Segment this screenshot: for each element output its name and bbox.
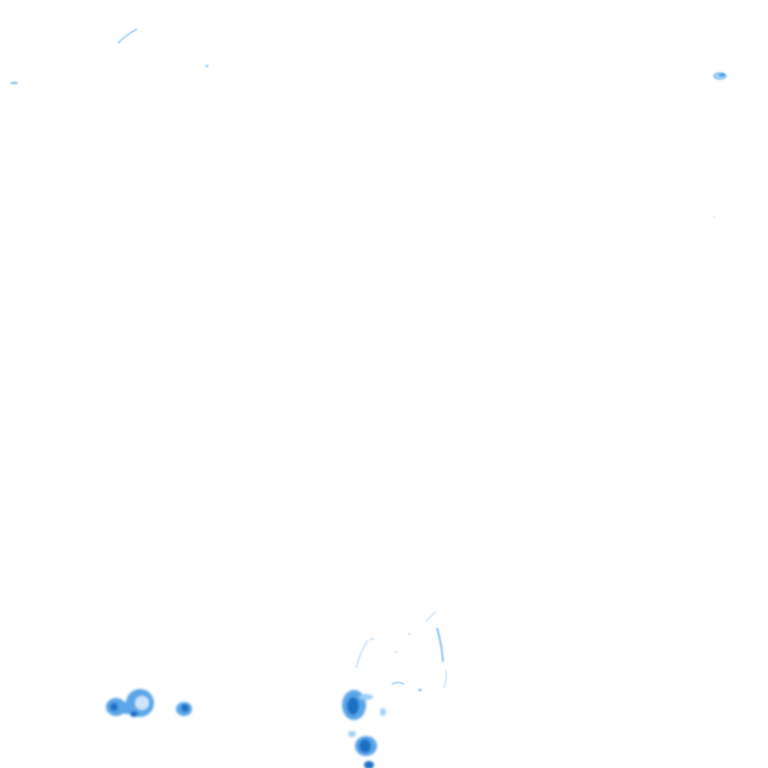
precip-speck — [407, 633, 411, 635]
precip-blob-core — [359, 739, 371, 753]
precip-speck — [380, 708, 386, 716]
precip-speck — [713, 216, 715, 218]
precip-speck — [10, 81, 18, 85]
precip-blob-core — [135, 696, 149, 710]
precip-speck — [394, 650, 398, 654]
precip-blob — [359, 694, 373, 700]
precip-cell-bottom-center — [342, 690, 386, 768]
precip-streak — [391, 681, 405, 685]
precip-blob-core — [181, 704, 189, 712]
precip-cell-bottom-left — [106, 689, 192, 717]
precip-blob-core — [347, 697, 359, 715]
precip-cell-top-right — [713, 72, 727, 218]
precip-blob-core — [110, 703, 118, 711]
precip-speck — [418, 688, 422, 692]
precip-arc-light — [355, 611, 448, 692]
precip-cell-top-left — [10, 28, 209, 85]
precip-streak — [443, 669, 448, 689]
precip-streak — [435, 627, 445, 663]
precip-speck — [370, 637, 374, 641]
precip-blob — [719, 73, 725, 77]
precip-streak — [117, 28, 138, 44]
precip-streak — [425, 611, 437, 623]
precip-blob — [364, 761, 374, 768]
precip-speck — [205, 64, 209, 68]
precip-blob — [348, 731, 356, 737]
precip-streak — [355, 639, 369, 669]
precip-blob-core — [130, 711, 138, 717]
